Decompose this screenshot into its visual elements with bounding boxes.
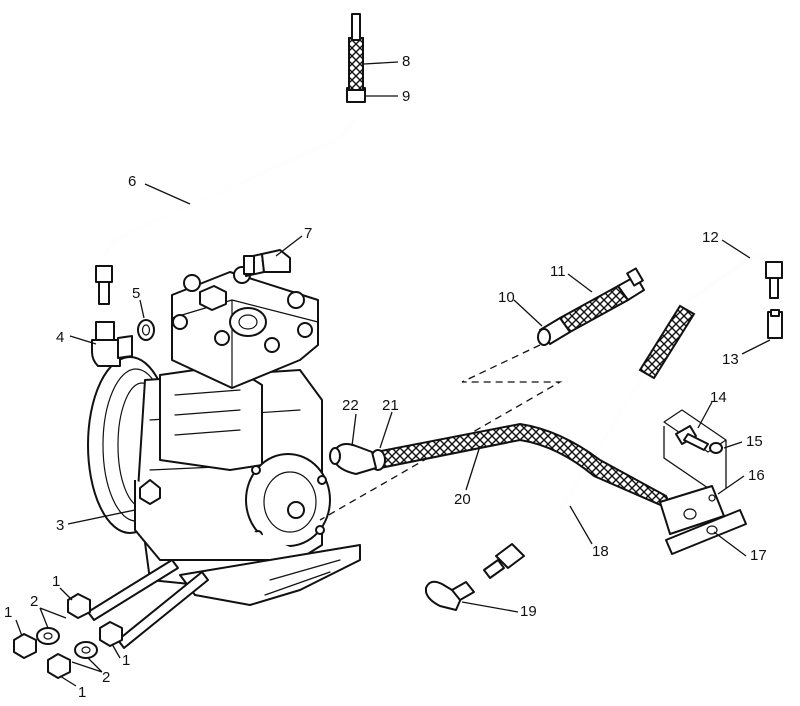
bolt-14-head (675, 425, 697, 445)
hose-20 (374, 422, 674, 512)
callout-13: 13 (722, 351, 739, 368)
routing-dash-line (319, 344, 563, 521)
callout-20: 20 (454, 491, 471, 508)
callout-1-upper: 1 (52, 573, 60, 590)
loose-nut-bottom (47, 653, 71, 679)
fitting-12 (765, 261, 783, 279)
callout-17: 17 (750, 547, 767, 564)
bracket-nut (139, 479, 161, 505)
callout-8: 8 (402, 53, 410, 70)
washer-upper (36, 627, 60, 645)
hose-segment-18 (638, 304, 696, 380)
elbow-22 (333, 443, 377, 475)
callout-10: 10 (498, 289, 515, 306)
bolt-group-14-15 (663, 409, 727, 489)
bolt-14-shank (683, 433, 709, 451)
head-cap (229, 307, 267, 337)
nut-upper (67, 593, 91, 619)
fitting-18-end (495, 543, 525, 569)
tube-line-6 (95, 13, 366, 305)
hose-8-tip (351, 13, 361, 41)
callout-2-upper: 2 (30, 593, 38, 610)
stud-upper (87, 559, 179, 621)
callout-labels: 1 1 1 1 2 2 3 4 5 6 7 8 9 10 11 12 13 14… (4, 53, 767, 701)
callout-1-bottom: 1 (78, 684, 86, 701)
frame-bracket (134, 480, 320, 561)
hose-8 (348, 37, 364, 91)
callout-7: 7 (304, 225, 312, 242)
callout-16: 16 (748, 467, 765, 484)
base-plate (179, 544, 361, 606)
callout-3: 3 (56, 517, 64, 534)
hose-11 (558, 284, 630, 334)
compressor-assembly (87, 266, 361, 606)
head-port-nut (199, 285, 227, 311)
base-slots (264, 559, 341, 596)
mounting-hardware (13, 559, 209, 679)
head-bolts (172, 266, 313, 353)
callout-11: 11 (550, 263, 566, 280)
stud-lower (117, 571, 209, 649)
callout-15: 15 (746, 433, 763, 450)
callout-19: 19 (520, 603, 537, 620)
washer-15 (709, 442, 723, 454)
callout-9: 9 (402, 88, 410, 105)
callout-2-lower: 2 (102, 669, 110, 686)
callout-1-left: 1 (4, 604, 12, 621)
callout-18: 18 (592, 543, 609, 560)
loose-nut-left (13, 633, 37, 659)
elbow-fitting-19 (425, 580, 475, 611)
hose-assembly-11 (537, 267, 645, 346)
nut-lower (99, 621, 123, 647)
callout-1-right: 1 (122, 652, 130, 669)
elbow-fitting-7 (243, 249, 291, 277)
gasket-17 (665, 509, 747, 555)
washer-lower (74, 641, 98, 659)
elbow-fitting-4 (91, 321, 133, 367)
crankcase-fins (174, 389, 241, 436)
callout-22: 22 (342, 397, 359, 414)
callout-4: 4 (56, 329, 64, 346)
fitting-6-lower (95, 265, 113, 283)
callout-14: 14 (710, 389, 727, 406)
tube-line-12-18 (483, 250, 783, 579)
callout-21: 21 (382, 397, 399, 414)
hose-assembly-20 (329, 422, 747, 555)
leader-lines (15, 61, 771, 687)
callout-6: 6 (128, 173, 136, 190)
callout-5: 5 (132, 285, 140, 302)
callout-12: 12 (702, 229, 719, 246)
washer-5 (137, 319, 155, 341)
